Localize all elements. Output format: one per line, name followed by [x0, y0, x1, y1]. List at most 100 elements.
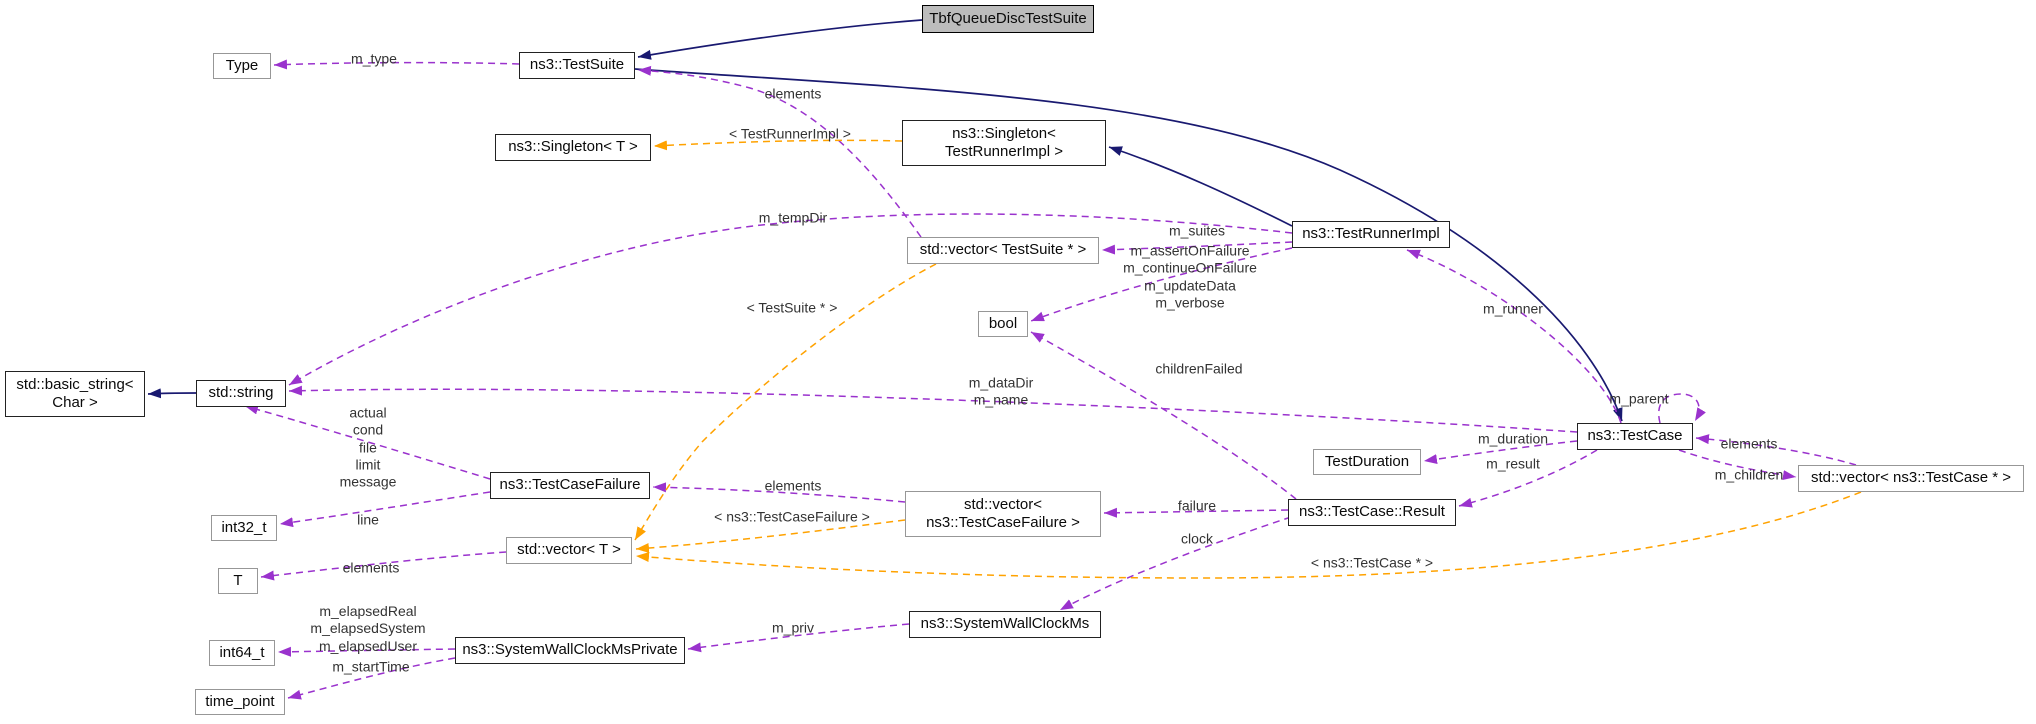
edge-label-m-parent: m_parent [1609, 390, 1669, 407]
edge-m-starttime [287, 657, 456, 700]
node-singleton-t[interactable]: ns3::Singleton< T > [495, 134, 651, 161]
node-label: Type [225, 56, 259, 74]
node-int64-t: int64_t [209, 640, 275, 666]
edge-label-failure: failure [1177, 497, 1217, 514]
edge-clock [1059, 516, 1292, 611]
edge-label-m-duration: m_duration [1477, 430, 1549, 447]
node-basic-string[interactable]: std::basic_string< Char > [5, 371, 145, 417]
node-label: ns3::TestCase::Result [1299, 503, 1445, 521]
node-label: ns3::Singleton< TestRunnerImpl > [945, 124, 1063, 160]
edge-label-elements-failures: elements [764, 477, 822, 494]
edge-inherit-string-to-basicstring [147, 388, 197, 399]
node-string[interactable]: std::string [196, 380, 286, 407]
edge-label-m-suites: m_suites [1168, 222, 1226, 239]
edge-elapsed-members [277, 646, 456, 657]
node-label: int32_t [221, 518, 267, 536]
edge-childrenfailed [1030, 331, 1297, 500]
edge-label-m-result: m_result [1486, 455, 1540, 472]
edge-failure [1103, 507, 1289, 518]
node-system-wall-clock-ms-private[interactable]: ns3::SystemWallClockMsPrivate [455, 637, 685, 664]
node-label: TestDuration [1324, 452, 1410, 470]
node-int32-t: int32_t [211, 515, 277, 541]
edge-runner-bools [1030, 247, 1293, 322]
node-test-duration: TestDuration [1313, 449, 1421, 475]
node-singleton-test-runner-impl[interactable]: ns3::Singleton< TestRunnerImpl > [902, 120, 1106, 166]
node-test-case-failure[interactable]: ns3::TestCaseFailure [490, 472, 650, 499]
edge-label-elements-t: elements [342, 559, 400, 576]
edge-m-runner [1406, 249, 1622, 424]
node-label: TbfQueueDiscTestSuite [929, 9, 1087, 27]
edge-m-parent-selfloop [1658, 393, 1706, 424]
node-vector-t: std::vector< T > [506, 537, 632, 564]
edge-label-template-testsuite: < TestSuite * > [746, 299, 838, 316]
edge-template-vector-testcase [635, 491, 1862, 579]
edge-label-elapsed-members: m_elapsedReal m_elapsedSystem m_elapsedU… [310, 602, 426, 654]
edge-line [279, 491, 491, 528]
node-test-suite[interactable]: ns3::TestSuite [519, 52, 635, 79]
node-label: ns3::Singleton< T > [508, 138, 638, 156]
edge-inherit-testsuite-to-testcase [634, 68, 1623, 422]
node-label: std::vector< T > [517, 541, 621, 559]
node-label: std::basic_string< Char > [16, 375, 134, 411]
edge-label-m-priv: m_priv [771, 619, 815, 636]
node-label: int64_t [219, 643, 265, 661]
node-label: time_point [205, 692, 275, 710]
node-test-runner-impl[interactable]: ns3::TestRunnerImpl [1292, 221, 1450, 248]
node-time-point: time_point [195, 689, 285, 715]
edge-elements-to-testsuite [637, 65, 922, 238]
node-bool: bool [978, 311, 1028, 337]
edge-m-priv [687, 623, 910, 653]
node-test-case[interactable]: ns3::TestCase [1577, 423, 1693, 450]
edge-template-singleton-instance [653, 139, 903, 151]
edge-m-duration [1423, 440, 1578, 465]
node-vector-test-suite: std::vector< TestSuite * > [907, 237, 1099, 264]
edge-label-elements-children: elements [1720, 435, 1778, 452]
edge-label-line: line [357, 511, 379, 528]
edge-label-failure-strings: actual cond file limit message [339, 404, 397, 491]
node-label: T [233, 571, 243, 589]
node-tbf-queue-disc-test-suite: TbfQueueDiscTestSuite [922, 5, 1094, 33]
edge-label-m-children: m_children [1714, 466, 1784, 483]
edge-elements-to-testcase [1695, 434, 1857, 466]
edge-inherit-tbf-to-testsuite [637, 19, 923, 60]
node-label: ns3::SystemWallClockMsPrivate [462, 641, 678, 659]
edge-label-runner-bools: m_assertOnFailure m_continueOnFailure m_… [1123, 242, 1257, 311]
edge-template-vector-testsuite [634, 263, 937, 541]
edge-label-m-datadir-m-name: m_dataDir m_name [968, 374, 1034, 408]
edge-label-template-testcase: < ns3::TestCase * > [1310, 554, 1434, 571]
node-label: ns3::TestRunnerImpl [1302, 225, 1440, 243]
edge-label-m-type: m_type [351, 50, 397, 67]
node-label: ns3::SystemWallClockMs [920, 615, 1090, 633]
node-label: ns3::TestSuite [529, 56, 625, 74]
edge-m-result [1458, 449, 1598, 508]
edge-m-type [273, 59, 520, 70]
edge-label-m-starttime: m_startTime [332, 658, 410, 675]
node-label: bool [988, 314, 1018, 332]
edge-label-m-tempdir: m_tempDir [758, 209, 828, 226]
edge-elements-to-t [260, 551, 507, 581]
edge-inherit-runnerimpl-to-singleton [1108, 146, 1293, 227]
edge-m-datadir-m-name [288, 385, 1578, 433]
edge-failure-strings [244, 404, 491, 480]
node-test-case-result[interactable]: ns3::TestCase::Result [1288, 499, 1456, 526]
node-label: ns3::TestCaseFailure [499, 476, 641, 494]
edge-elements-to-testcasefailure [652, 482, 906, 503]
edge-label-m-runner: m_runner [1483, 300, 1543, 317]
node-t: T [218, 568, 258, 594]
node-vector-test-case: std::vector< ns3::TestCase * > [1798, 465, 2024, 492]
edge-label-template-runner: < TestRunnerImpl > [729, 125, 851, 142]
node-vector-test-case-failure: std::vector< ns3::TestCaseFailure > [905, 491, 1101, 537]
node-label: std::string [208, 384, 274, 402]
edge-label-childrenfailed: childrenFailed [1155, 360, 1243, 377]
edge-label-clock: clock [1181, 530, 1213, 547]
edge-m-suites [1101, 241, 1293, 255]
node-label: std::vector< ns3::TestCaseFailure > [926, 495, 1080, 531]
edge-m-children [1678, 449, 1797, 481]
edge-label-template-failure: < ns3::TestCaseFailure > [714, 508, 870, 525]
node-label: std::vector< ns3::TestCase * > [1810, 469, 2012, 487]
node-system-wall-clock-ms[interactable]: ns3::SystemWallClockMs [909, 611, 1101, 638]
edge-label-elements-suites: elements [764, 85, 822, 102]
edge-m-tempdir [288, 213, 1293, 386]
